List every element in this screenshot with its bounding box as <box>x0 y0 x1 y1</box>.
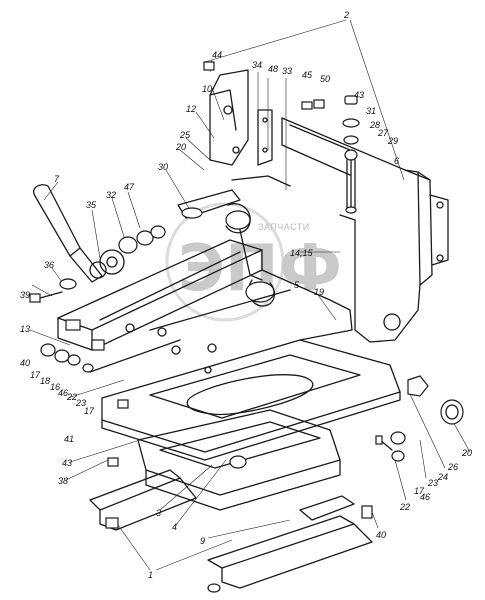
label-46-left: 46 <box>58 388 68 398</box>
label-25: 25 <box>179 130 191 140</box>
label-9: 9 <box>200 536 205 546</box>
label-33: 33 <box>282 66 292 76</box>
label-28: 28 <box>369 120 380 130</box>
right-side-plate <box>281 117 449 343</box>
label-46-right: 46 <box>420 492 430 502</box>
slide-rails <box>89 469 373 593</box>
upper-shaft-stack <box>342 95 360 214</box>
label-36: 36 <box>44 260 54 270</box>
label-35: 35 <box>86 200 97 210</box>
label-47: 47 <box>124 182 135 192</box>
label-32: 32 <box>106 190 116 200</box>
right-small-parts <box>375 375 464 462</box>
label-31: 31 <box>366 106 376 116</box>
watermark-caption: ЗАПЧАСТИ <box>258 222 310 232</box>
label-18: 18 <box>40 376 50 386</box>
label-14-15: 14,15 <box>290 248 314 258</box>
label-40-left: 40 <box>20 358 30 368</box>
seat-pan-frame <box>101 269 401 461</box>
label-38: 38 <box>58 476 68 486</box>
label-22-left: 22 <box>66 392 77 402</box>
label-13: 13 <box>20 324 30 334</box>
label-5: 5 <box>294 280 300 290</box>
label-41: 41 <box>64 434 74 444</box>
label-20-right: 20 <box>461 448 472 458</box>
label-29: 29 <box>387 136 398 146</box>
adjust-handle <box>29 184 125 303</box>
label-2: 2 <box>343 10 349 20</box>
label-22-right: 22 <box>399 502 410 512</box>
label-12: 12 <box>186 104 196 114</box>
label-48: 48 <box>268 64 278 74</box>
label-45: 45 <box>302 70 313 80</box>
label-6: 6 <box>394 156 399 166</box>
label-24: 24 <box>437 472 448 482</box>
label-43-top: 43 <box>354 90 364 100</box>
label-3: 3 <box>156 508 161 518</box>
label-50: 50 <box>320 74 330 84</box>
left-small-parts <box>40 323 181 467</box>
label-23-right: 23 <box>427 478 438 488</box>
label-17-left: 17 <box>30 370 41 380</box>
label-7: 7 <box>54 174 60 184</box>
label-4: 4 <box>172 522 177 532</box>
label-26: 26 <box>447 462 458 472</box>
label-16: 16 <box>50 382 60 392</box>
label-40-right: 40 <box>376 530 386 540</box>
part-labels: 2 44 34 48 33 45 50 43 10 31 12 28 27 29… <box>20 10 472 580</box>
label-34: 34 <box>252 60 262 70</box>
label-30: 30 <box>158 162 168 172</box>
label-27: 27 <box>377 128 389 138</box>
label-23-left: 23 <box>75 398 86 408</box>
label-17-right: 17 <box>414 486 425 496</box>
label-1: 1 <box>148 570 153 580</box>
label-17-mid: 17 <box>84 406 95 416</box>
label-10: 10 <box>202 84 212 94</box>
label-20-top: 20 <box>175 142 186 152</box>
label-19: 19 <box>314 287 324 297</box>
lower-base <box>137 409 341 511</box>
label-39: 39 <box>20 290 30 300</box>
shaft-spacers <box>118 225 166 254</box>
label-43-left: 43 <box>62 458 72 468</box>
left-upper-bracket <box>203 61 325 166</box>
label-44: 44 <box>212 50 222 60</box>
leader-lines <box>29 19 471 571</box>
